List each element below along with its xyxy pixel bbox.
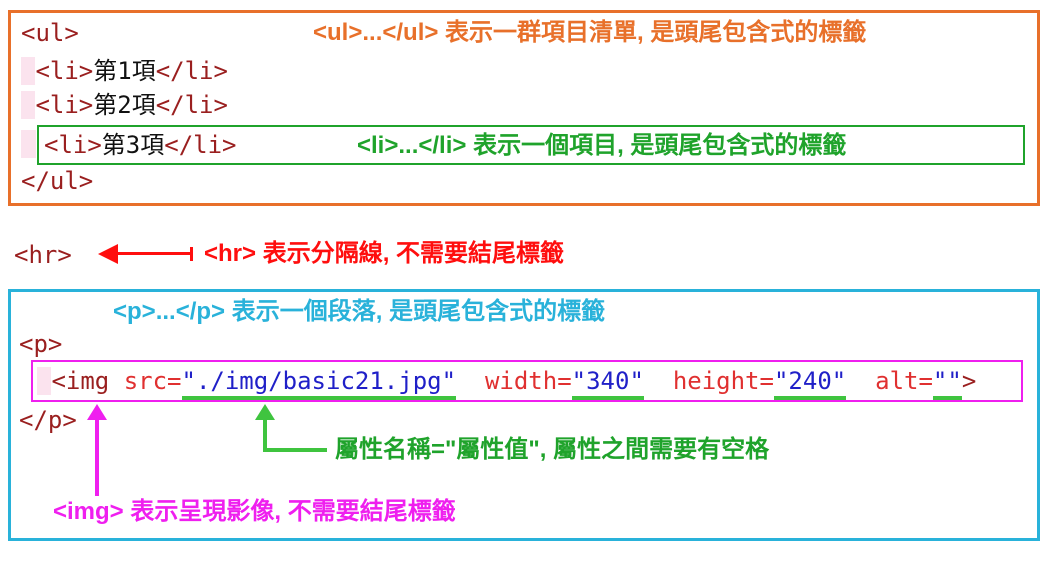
indent-highlight bbox=[21, 91, 36, 119]
li-annotation: <li>...</li> 表示一個項目, 是頭尾包含式的標籤 bbox=[357, 132, 846, 160]
attr-name-token: src= bbox=[123, 367, 182, 395]
text-token: 第3項 bbox=[101, 131, 165, 159]
arrow-head bbox=[98, 244, 118, 264]
hr-annotation-tag: <hr> bbox=[204, 240, 257, 267]
p-code-block: <p>...</p> 表示一個段落, 是頭尾包含式的標籤 <p> <img sr… bbox=[8, 289, 1040, 541]
text-token: 第1項 bbox=[93, 57, 156, 85]
arrow-head bbox=[255, 404, 275, 420]
arrow-head bbox=[87, 404, 107, 420]
code-line-ul-open: <ul> bbox=[21, 19, 79, 47]
code-line-p-close: </p> bbox=[19, 406, 77, 434]
attr-value-token: "340" bbox=[571, 367, 644, 400]
tag-token: <hr> bbox=[14, 241, 72, 269]
tag-token: </ul> bbox=[21, 167, 94, 195]
text-token: 第2項 bbox=[93, 91, 156, 119]
img-annotation-desc: 表示呈現影像, 不需要結尾標籤 bbox=[123, 498, 456, 525]
tag-token: </p> bbox=[19, 406, 77, 434]
hr-annotation: <hr> 表示分隔線, 不需要結尾標籤 bbox=[204, 240, 564, 268]
li-annotation-tag: <li>...</li> bbox=[357, 132, 467, 159]
attr-name-token: alt= bbox=[875, 367, 933, 395]
attr-annotation: 屬性名稱="屬性值", 屬性之間需要有空格 bbox=[335, 436, 770, 463]
code-line-li-2: <li>第2項</li> bbox=[21, 91, 228, 119]
arrow-tick bbox=[190, 247, 193, 261]
arrow-line bbox=[116, 252, 192, 255]
tag-token: > bbox=[961, 367, 977, 395]
attr-value-token: "240" bbox=[773, 367, 847, 400]
li-annotation-desc: 表示一個項目, 是頭尾包含式的標籤 bbox=[466, 132, 847, 159]
arrow-line-vertical bbox=[95, 420, 99, 496]
code-line-hr: <hr> bbox=[14, 241, 72, 269]
img-highlight-frame: <img src="./img/basic21.jpg" width="340"… bbox=[31, 360, 1023, 402]
indent-highlight bbox=[37, 367, 52, 395]
attr-name-token: width= bbox=[484, 367, 572, 395]
tag-token: <li> bbox=[35, 91, 94, 119]
space-token bbox=[456, 367, 485, 395]
code-line-li-3: <li>第3項</li> bbox=[44, 131, 237, 159]
img-annotation: <img> 表示呈現影像, 不需要結尾標籤 bbox=[53, 498, 456, 526]
arrow-line-vertical bbox=[263, 420, 267, 452]
code-line-p-open: <p> bbox=[19, 330, 62, 358]
indent-highlight bbox=[21, 57, 36, 85]
tag-token: <li> bbox=[44, 131, 102, 159]
indent-highlight bbox=[21, 130, 36, 158]
tag-token: <p> bbox=[19, 330, 63, 358]
ul-annotation-desc: 表示一群項目清單, 是頭尾包含式的標籤 bbox=[438, 19, 867, 46]
ul-code-block: <ul> <ul>...</ul> 表示一群項目清單, 是頭尾包含式的標籤 <l… bbox=[8, 10, 1040, 206]
tag-token: <img bbox=[51, 367, 124, 395]
code-line-li-1: <li>第1項</li> bbox=[21, 57, 228, 85]
p-annotation-tag: <p>...</p> bbox=[113, 298, 226, 325]
tag-token: <li> bbox=[35, 57, 94, 85]
ul-annotation-tag: <ul>...</ul> bbox=[313, 19, 439, 46]
attr-name-token: height= bbox=[672, 367, 774, 395]
p-annotation-desc: 表示一個段落, 是頭尾包含式的標籤 bbox=[225, 298, 606, 325]
li-highlight-frame: <li>第3項</li> <li>...</li> 表示一個項目, 是頭尾包含式… bbox=[37, 125, 1025, 165]
code-line-ul-close: </ul> bbox=[21, 167, 93, 195]
hr-annotation-desc: 表示分隔線, 不需要結尾標籤 bbox=[256, 240, 565, 267]
tag-token: <ul> bbox=[21, 19, 79, 47]
arrow-line-horizontal bbox=[263, 448, 327, 452]
ul-annotation: <ul>...</ul> 表示一群項目清單, 是頭尾包含式的標籤 bbox=[313, 19, 866, 47]
img-annotation-tag: <img> bbox=[53, 498, 124, 525]
tag-token: </li> bbox=[155, 91, 228, 119]
tag-token: </li> bbox=[155, 57, 228, 85]
code-line-img: <img src="./img/basic21.jpg" width="340"… bbox=[37, 367, 977, 400]
tag-token: </li> bbox=[164, 131, 237, 159]
attr-value-token: "" bbox=[932, 367, 962, 400]
attr-value-token: "./img/basic21.jpg" bbox=[181, 367, 457, 400]
space-token bbox=[644, 367, 673, 395]
space-token bbox=[846, 367, 875, 395]
p-annotation: <p>...</p> 表示一個段落, 是頭尾包含式的標籤 bbox=[113, 298, 605, 326]
